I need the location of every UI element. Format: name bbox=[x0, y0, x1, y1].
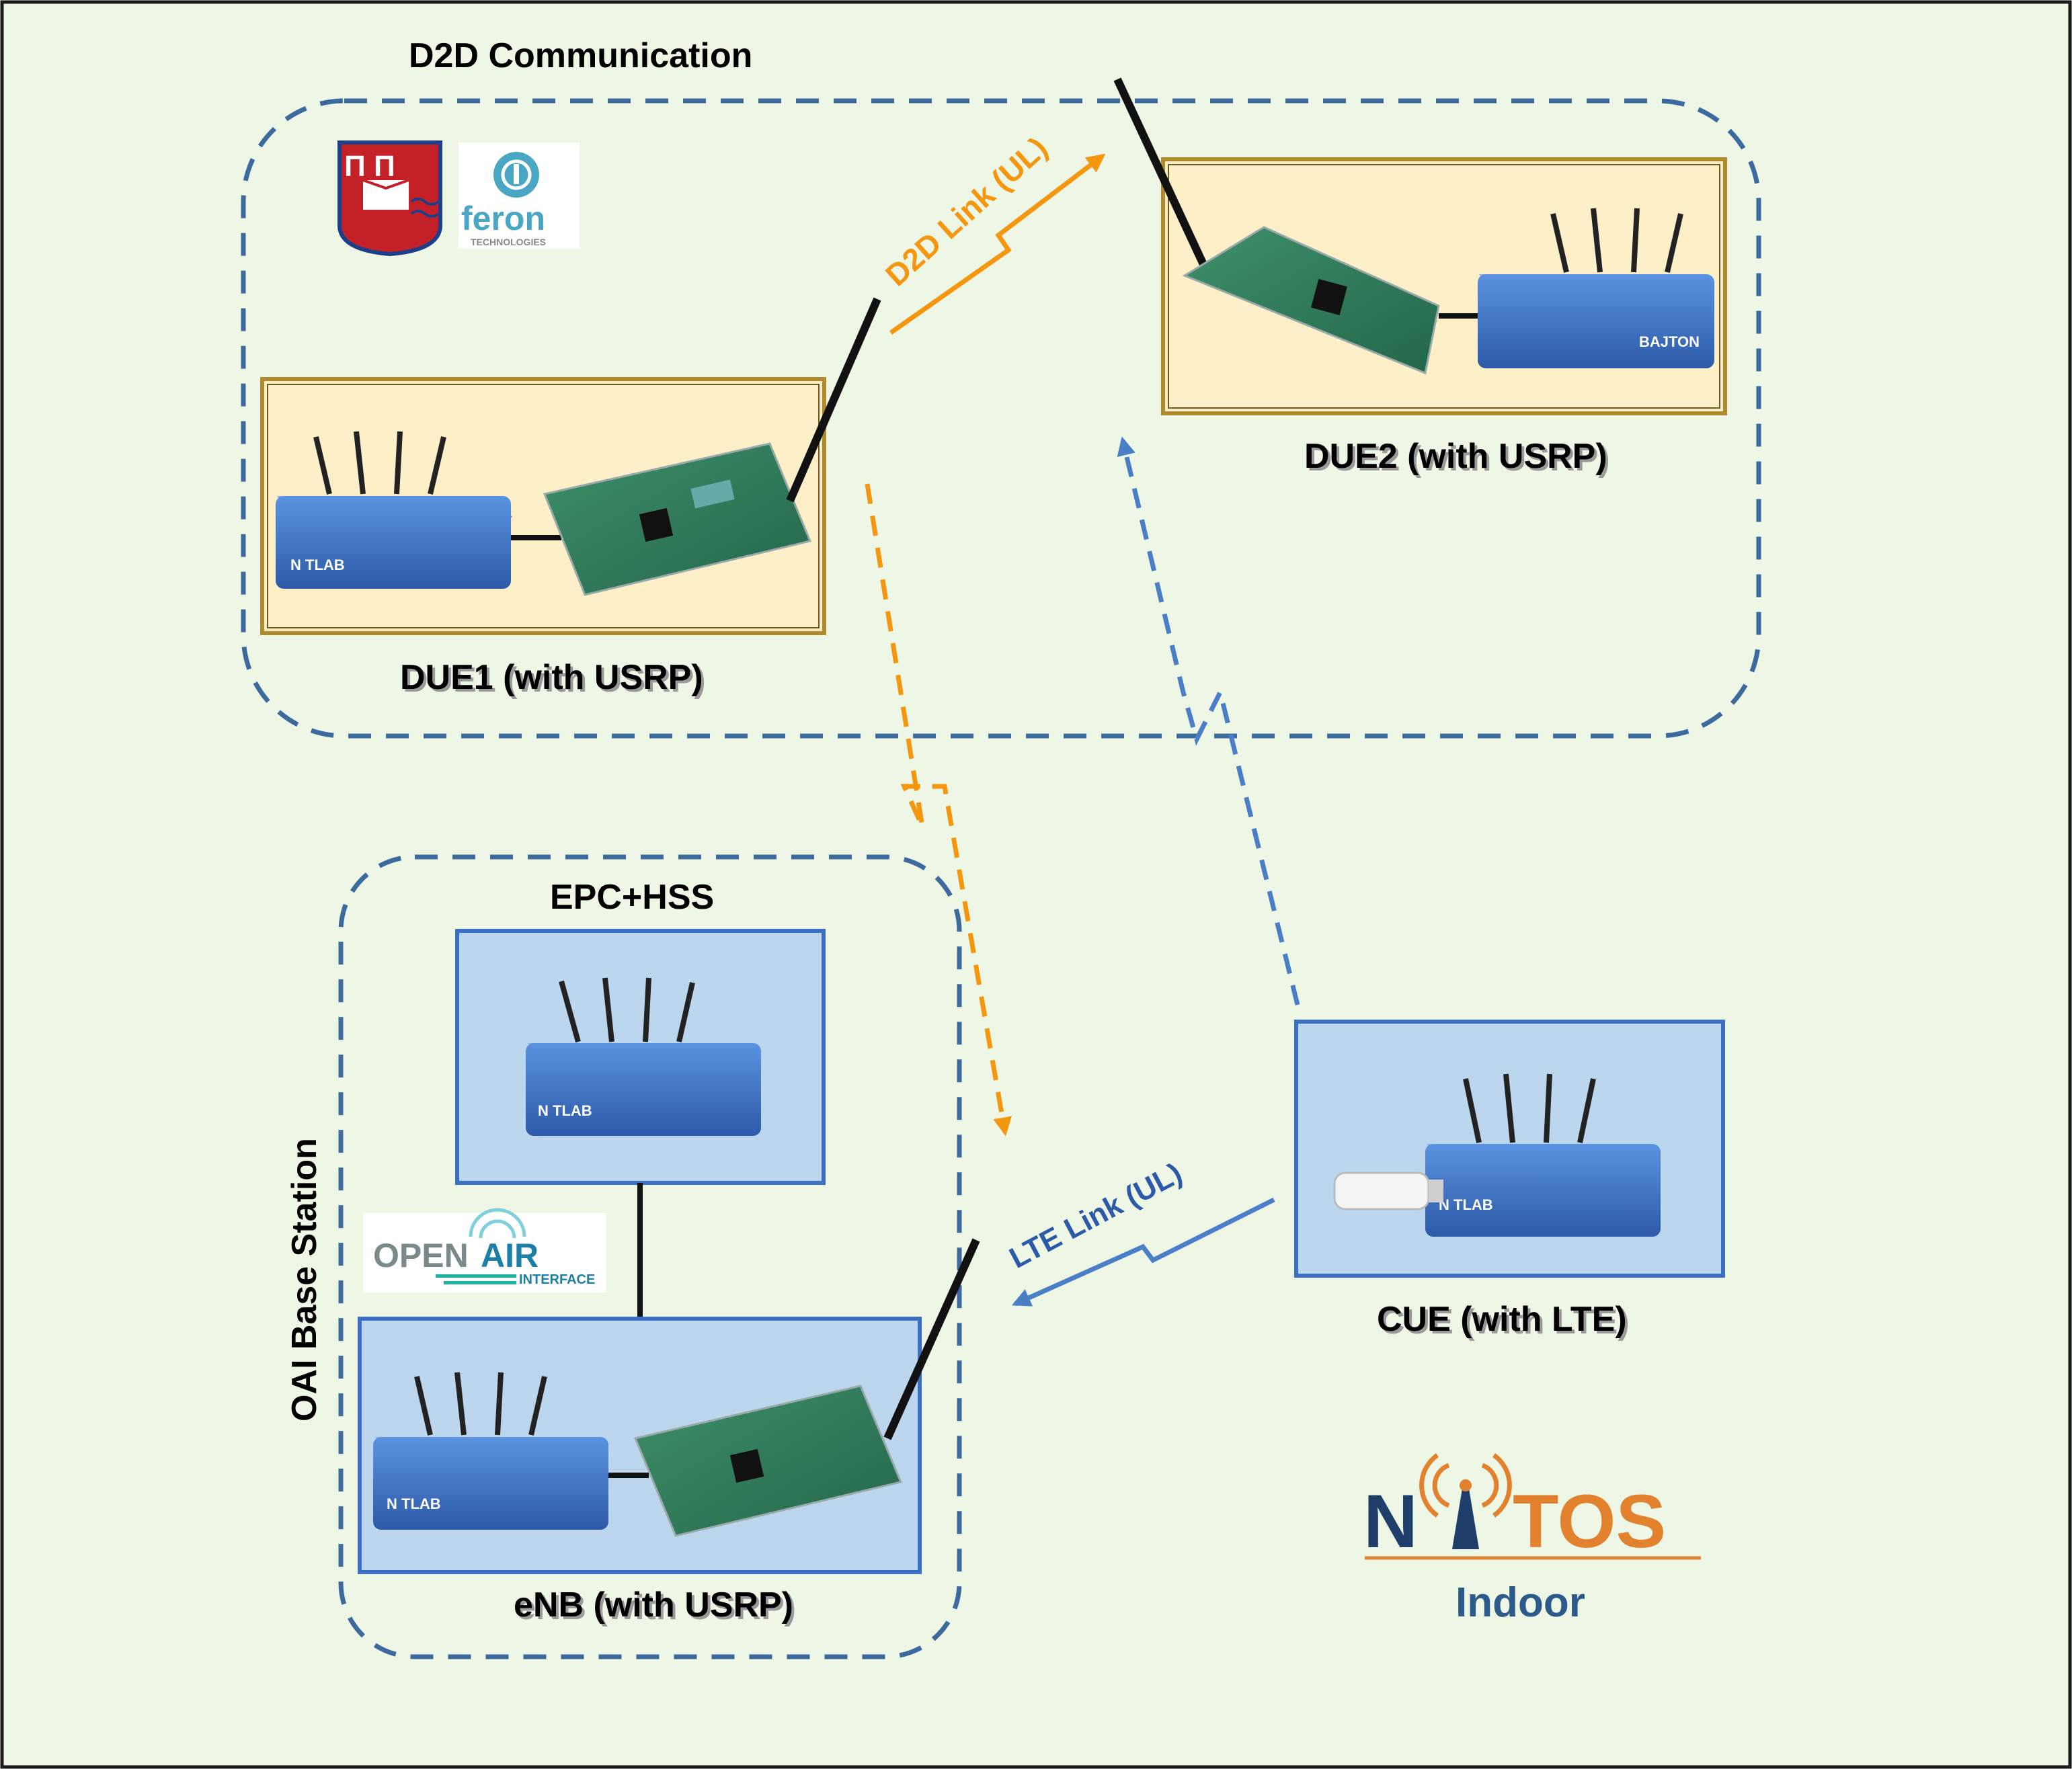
due2-usrp-board bbox=[1113, 77, 1440, 375]
nitos-indoor-label: Indoor bbox=[1456, 1579, 1585, 1626]
cue-to-due2-dashed-arrow bbox=[1117, 436, 1300, 1005]
cue-computer: N TLAB bbox=[1425, 1073, 1661, 1237]
due1-label: DUE1 (with USRP) bbox=[400, 658, 703, 697]
enb-computer: N TLAB bbox=[373, 1372, 608, 1530]
enb-label-shadow: eNB (with USRP) bbox=[516, 1588, 796, 1627]
due1-usrp-board bbox=[543, 297, 881, 596]
svg-text:N TLAB: N TLAB bbox=[1439, 1196, 1493, 1213]
due2-label-shadow: DUE2 (with USRP) bbox=[1307, 440, 1610, 479]
d2d-group-title: D2D Communication bbox=[409, 36, 752, 75]
enb-label: eNB (with USRP) bbox=[514, 1586, 793, 1624]
svg-text:BAJTON: BAJTON bbox=[1639, 333, 1700, 350]
svg-text:N TLAB: N TLAB bbox=[387, 1495, 441, 1512]
svg-text:OPEN: OPEN bbox=[373, 1237, 469, 1274]
svg-text:N TLAB: N TLAB bbox=[538, 1102, 592, 1119]
due2-computer: BAJTON bbox=[1478, 208, 1714, 368]
due1-computer: N TLAB bbox=[276, 431, 512, 589]
oai-group-boundary bbox=[338, 854, 962, 1659]
svg-text:INTERFACE: INTERFACE bbox=[519, 1272, 595, 1287]
svg-text:N: N bbox=[1363, 1479, 1418, 1563]
lte-usb-modem-icon bbox=[1333, 1171, 1443, 1210]
due1-to-enb-dashed-arrow bbox=[865, 483, 1012, 1137]
oai-group-title: OAI Base Station bbox=[285, 1138, 324, 1422]
cue-label-shadow: CUE (with LTE) bbox=[1380, 1303, 1630, 1342]
feron-logo: feron TECHNOLOGIES bbox=[459, 142, 580, 249]
svg-text:AIR: AIR bbox=[481, 1237, 539, 1274]
lte-link-uplink-arrow bbox=[1011, 1197, 1275, 1307]
nitos-logo: N TOS Indoor bbox=[1363, 1453, 1701, 1626]
d2d-link-uplink-arrow bbox=[889, 153, 1106, 335]
svg-text:TECHNOLOGIES: TECHNOLOGIES bbox=[471, 237, 546, 247]
due1-label-shadow: DUE1 (with USRP) bbox=[403, 661, 706, 700]
epc-label: EPC+HSS bbox=[550, 878, 714, 917]
uth-logo: Π Π bbox=[337, 140, 442, 257]
enb-usrp-board bbox=[633, 1238, 980, 1537]
svg-text:N TLAB: N TLAB bbox=[290, 557, 345, 573]
svg-text:feron: feron bbox=[461, 200, 545, 237]
epc-computer: N TLAB bbox=[526, 977, 761, 1136]
openair-logo: OPEN AIR INTERFACE bbox=[363, 1208, 606, 1292]
svg-text:TOS: TOS bbox=[1513, 1479, 1666, 1563]
antenna-tower-icon bbox=[1419, 1453, 1512, 1549]
cue-label: CUE (with LTE) bbox=[1377, 1300, 1627, 1339]
due2-label: DUE2 (with USRP) bbox=[1304, 437, 1607, 476]
svg-text:Π Π: Π Π bbox=[344, 150, 395, 183]
d2d-group-boundary bbox=[241, 98, 1761, 739]
